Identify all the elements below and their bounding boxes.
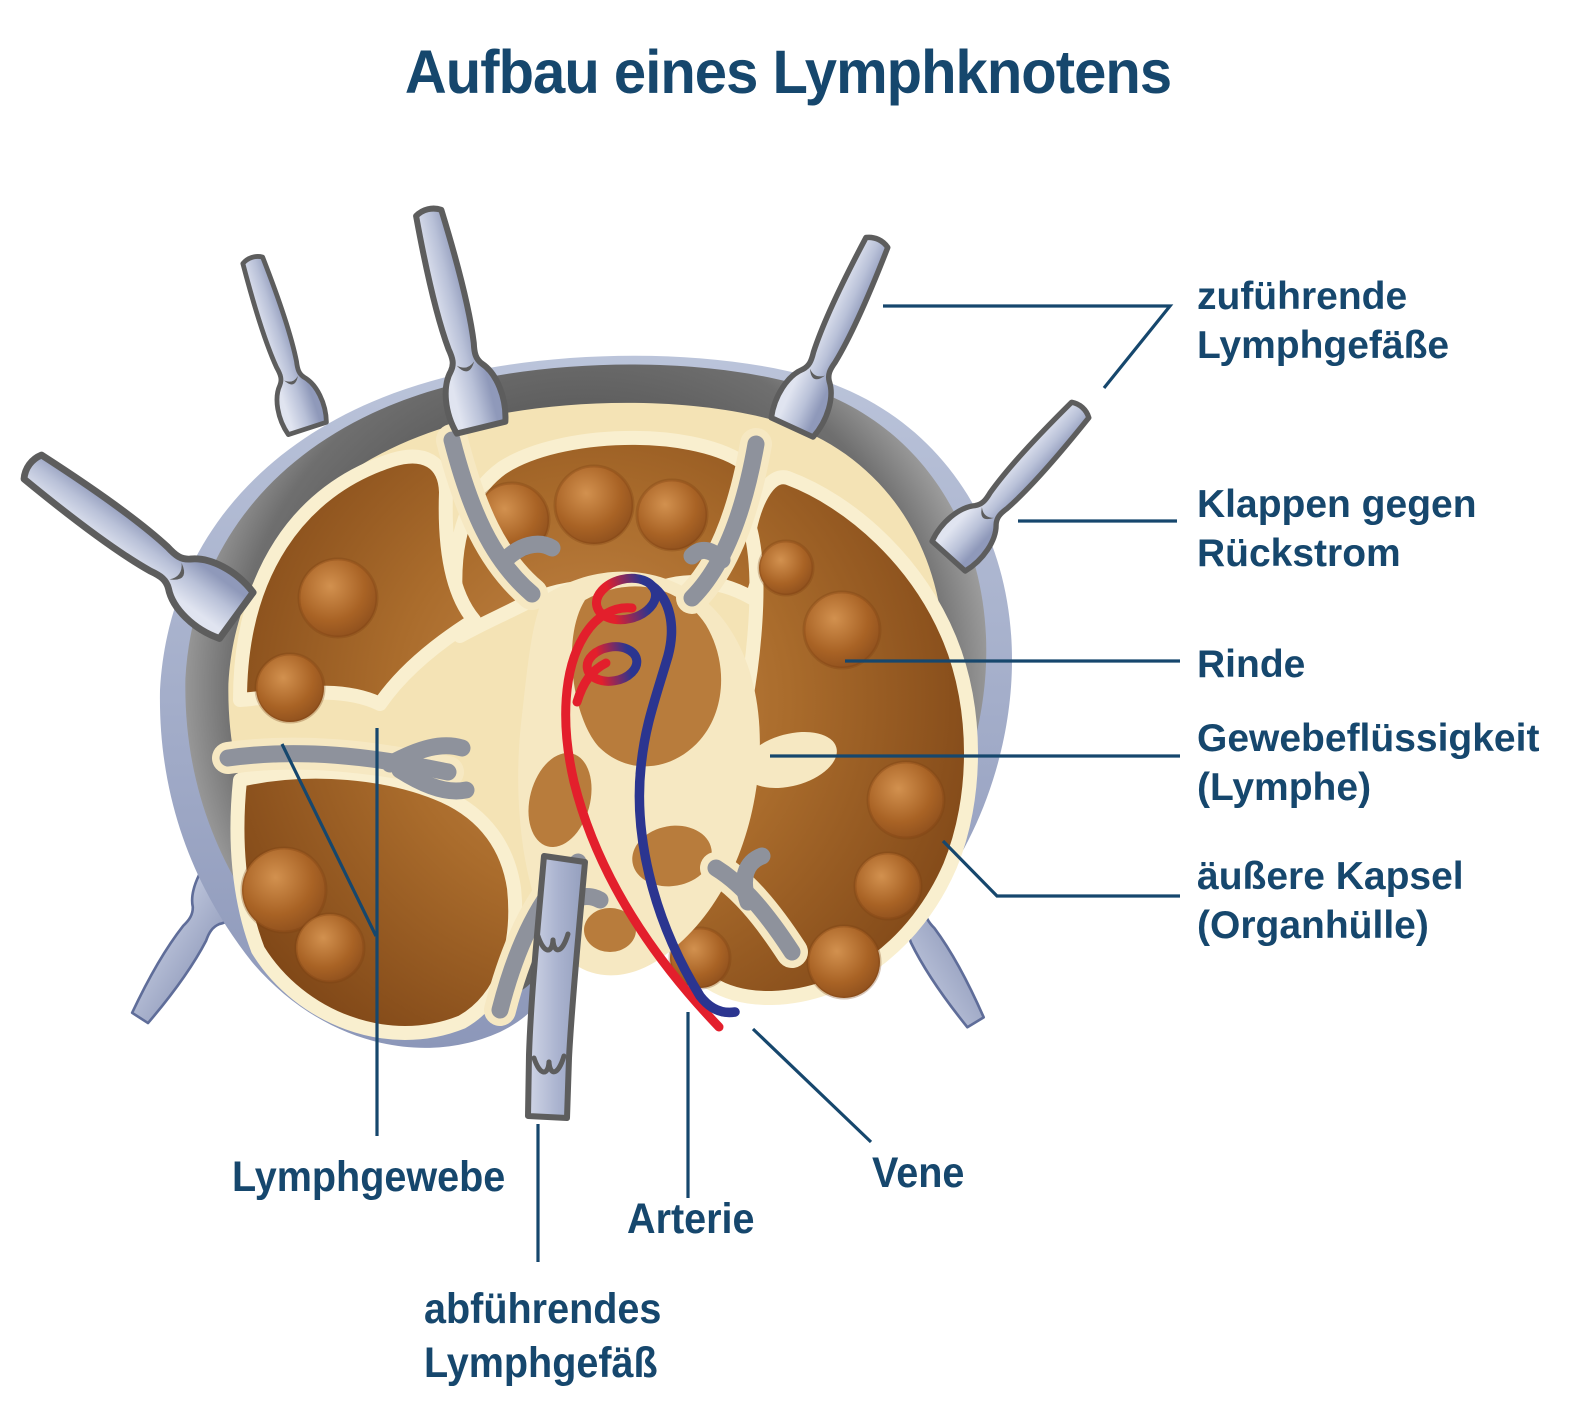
label-afferent-vessels: zuführende Lymphgefäße [1197,272,1449,370]
label-cortex: Rinde [1197,640,1305,689]
label-tissue-fluid: Gewebeflüssigkeit (Lymphe) [1197,714,1539,812]
page-title: Aufbau eines Lymphknotens [404,38,1171,106]
label-line: Rückstrom [1197,532,1401,576]
label-line: zuführende [1197,275,1408,318]
label-line: äußere Kapsel [1197,855,1464,898]
afferent-vessel-top-left [230,250,329,435]
artery-path [561,603,724,1032]
label-line: Gewebeflüssigkeit [1197,717,1540,760]
capillary-loop-upper [591,573,661,625]
leader-vein [751,1027,873,1144]
blood-vessels [561,573,740,1032]
label-line: Lymphgewebe [232,1153,506,1201]
leader-capsule [941,839,1180,898]
label-line: Lymphgefäß [424,1339,658,1388]
label-line: (Lymphe) [1197,766,1372,810]
label-line: Lymphgefäße [1197,324,1450,368]
leader-tissue-diagonal [280,743,378,937]
label-vein: Vene [872,1146,964,1200]
lymph-channel-inlet [743,731,837,789]
label-valves: Klappen gegen Rückstrom [1197,480,1477,578]
capillary-loop-lower [582,642,642,686]
leader-afferent [883,304,1174,390]
label-line: (Organhülle) [1197,904,1429,948]
label-line: Rinde [1197,643,1306,686]
label-line: Klappen gegen [1197,483,1477,526]
label-line: Arterie [627,1195,755,1243]
vein-path [634,581,740,1018]
efferent-vessel [525,853,588,1121]
follicles [240,464,946,1000]
label-efferent-vessel: abführendes Lymphgefäß [424,1282,661,1390]
efferent-valve-marks [531,931,571,1075]
label-line: abführendes [424,1285,662,1333]
label-lymph-tissue: Lymphgewebe [232,1150,505,1204]
label-line: Vene [872,1149,965,1197]
label-outer-capsule: äußere Kapsel (Organhülle) [1197,852,1464,950]
label-artery: Arterie [627,1192,755,1246]
leader-lines [280,304,1180,1262]
